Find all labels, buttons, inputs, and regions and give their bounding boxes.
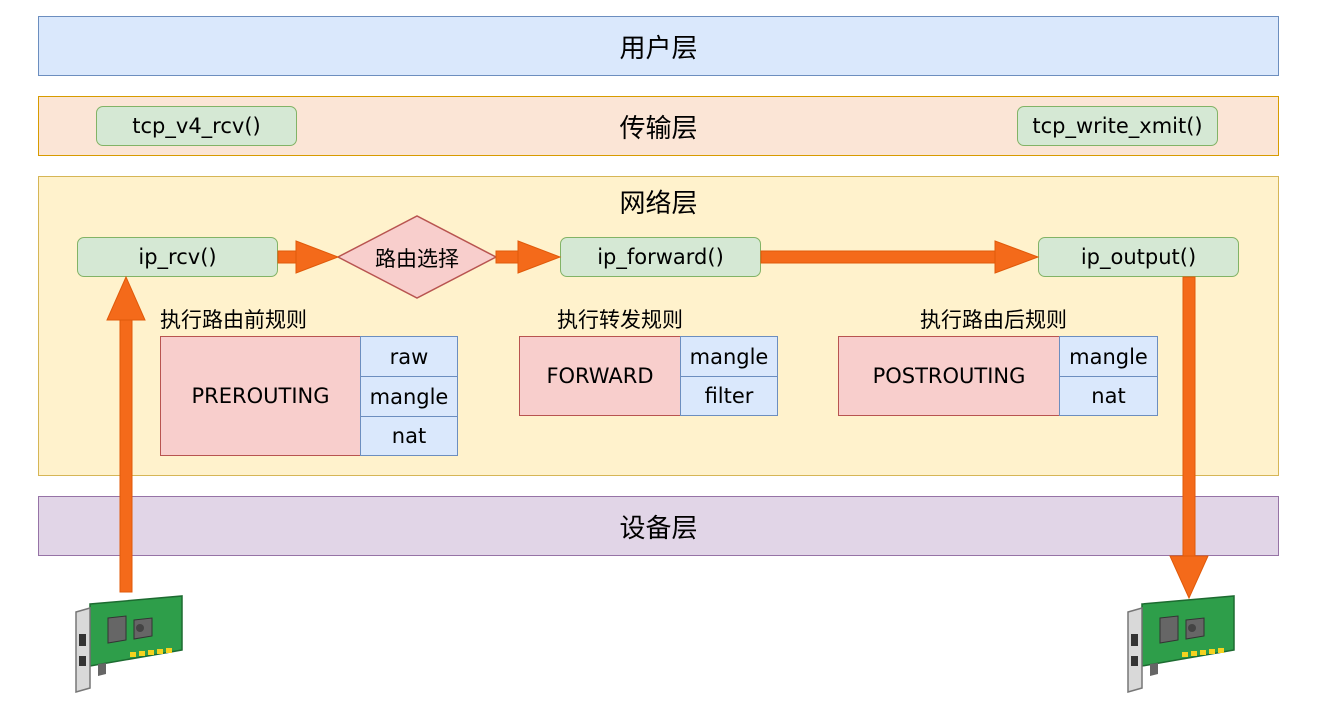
tcp-write-xmit-box: tcp_write_xmit(): [1017, 106, 1218, 146]
table-label: mangle: [1069, 344, 1148, 369]
tcp-write-xmit-label: tcp_write_xmit(): [1032, 114, 1203, 138]
ip-rcv-box: ip_rcv(): [77, 237, 278, 277]
tcp-v4-rcv-label: tcp_v4_rcv(): [132, 114, 261, 138]
forward-title: 执行转发规则: [557, 308, 683, 332]
table-label: raw: [389, 344, 429, 369]
prerouting-table-nat: nat: [360, 416, 458, 456]
device-layer-label: 设备层: [619, 513, 698, 544]
tcp-v4-rcv-box: tcp_v4_rcv(): [96, 106, 297, 146]
table-label: nat: [1091, 384, 1126, 408]
forward-table-mangle: mangle: [680, 336, 778, 377]
prerouting-table-mangle: mangle: [360, 376, 458, 417]
table-label: mangle: [689, 344, 769, 369]
prerouting-chain-label: PREROUTING: [191, 384, 330, 408]
transport-layer-label: 传输层: [619, 113, 698, 144]
postrouting-chain: POSTROUTING: [838, 336, 1060, 416]
forward-table-filter: filter: [680, 376, 778, 416]
user-layer: 用户层: [38, 16, 1279, 76]
postrouting-table-nat: nat: [1059, 376, 1158, 416]
network-layer-label: 网络层: [619, 189, 698, 219]
ip-output-box: ip_output(): [1038, 237, 1239, 277]
device-layer: 设备层: [38, 496, 1279, 556]
postrouting-chain-label: POSTROUTING: [872, 364, 1026, 388]
arrow-routing-to-ip-forward: [495, 240, 562, 274]
ip-forward-box: ip_forward(): [560, 237, 761, 277]
arrow-ip-output-to-nic: [1169, 276, 1209, 600]
table-label: nat: [391, 424, 427, 448]
ip-rcv-label: ip_rcv(): [138, 245, 217, 269]
arrow-ip-rcv-to-routing: [277, 240, 340, 274]
network-card-icon: [1127, 595, 1235, 693]
forward-chain-label: FORWARD: [546, 364, 654, 388]
prerouting-table-raw: raw: [360, 336, 458, 377]
routing-decision-label: 路由选择: [375, 247, 459, 271]
postrouting-title: 执行路由后规则: [920, 308, 1067, 332]
postrouting-table-mangle: mangle: [1059, 336, 1158, 377]
network-card-icon: [75, 595, 183, 693]
user-layer-label: 用户层: [619, 33, 698, 64]
arrow-ip-forward-to-ip-output: [760, 240, 1040, 274]
ip-output-label: ip_output(): [1080, 245, 1197, 269]
ip-forward-label: ip_forward(): [597, 245, 724, 269]
table-label: filter: [704, 384, 754, 408]
prerouting-chain: PREROUTING: [160, 336, 361, 456]
prerouting-title: 执行路由前规则: [160, 308, 307, 332]
arrow-nic-to-ip-rcv: [106, 275, 146, 593]
forward-chain: FORWARD: [519, 336, 681, 416]
table-label: mangle: [369, 384, 449, 409]
